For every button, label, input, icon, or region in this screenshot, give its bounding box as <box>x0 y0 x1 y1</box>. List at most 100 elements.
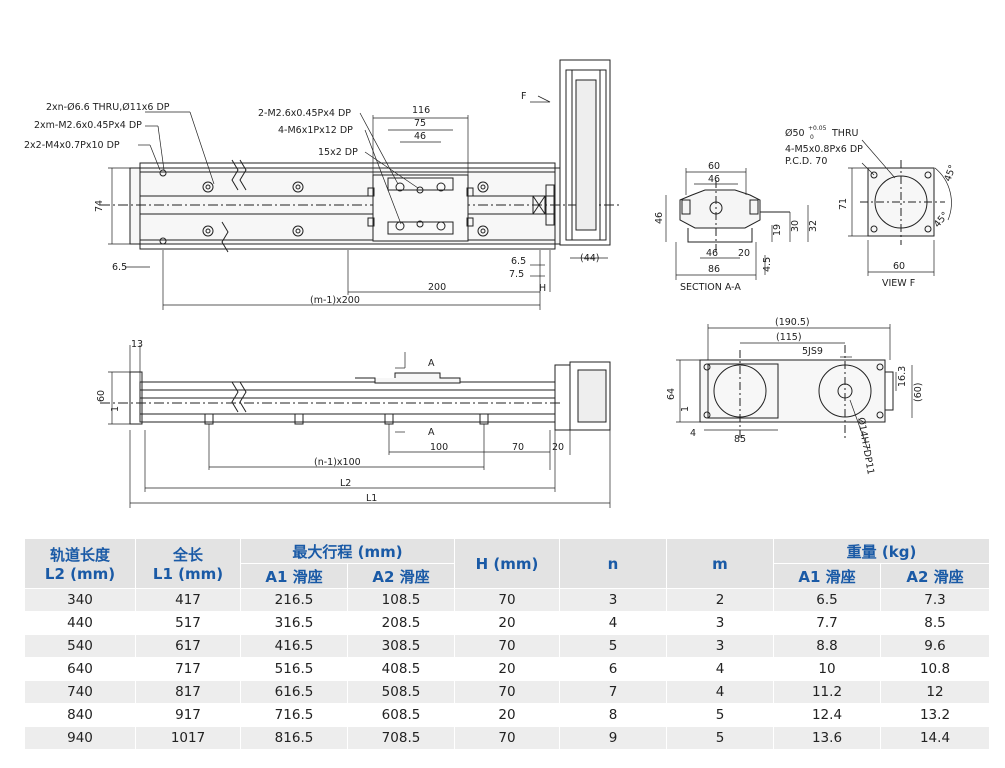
vf-angle-2: 45° <box>932 210 951 230</box>
label-m4: 2x2-M4x0.7Px10 DP <box>24 140 120 151</box>
end-view-dimensions <box>676 324 913 451</box>
cell-stroke-a1: 716.5 <box>240 703 348 727</box>
view-f-dimensions <box>848 139 952 276</box>
cell-weight-a1: 11.2 <box>773 680 881 704</box>
cell-weight-a1: 10 <box>773 657 881 681</box>
cell-stroke-a1: 616.5 <box>240 680 348 704</box>
sec-dim-4-5: 4.5 <box>762 257 773 272</box>
side-dim-1: 1 <box>110 406 121 412</box>
cell-weight-a2: 14.4 <box>880 726 990 750</box>
view-marker-f: F <box>521 91 526 102</box>
cell-stroke-a1: 216.5 <box>240 588 348 612</box>
cell-h: 70 <box>454 634 560 658</box>
dim-200: 200 <box>428 282 446 293</box>
label-m26-rail: 2xm-M2.6x0.45Px4 DP <box>34 120 142 131</box>
cell-weight-a1: 8.8 <box>773 634 881 658</box>
cell-weight-a2: 13.2 <box>880 703 990 727</box>
cell-n: 8 <box>559 703 667 727</box>
side-view-dimensions <box>108 345 611 508</box>
cell-l2: 540 <box>24 634 136 658</box>
top-view-dimensions <box>108 95 608 310</box>
sec-dim-32: 32 <box>808 220 819 232</box>
cell-m: 4 <box>666 657 774 681</box>
section-mark-a-bottom: A <box>428 427 435 438</box>
vf-dia: Ø50 <box>785 128 805 139</box>
header-stroke-a1: A1 滑座 <box>240 563 348 589</box>
side-dim-70: 70 <box>512 442 524 453</box>
dim-m-1-x200: (m-1)x200 <box>310 295 360 306</box>
cell-n: 5 <box>559 634 667 658</box>
end-dim-4: 4 <box>690 428 696 439</box>
dim-6-5-right: 6.5 <box>511 256 526 267</box>
sec-dim-46-left: 46 <box>654 212 665 224</box>
dim-h: H <box>539 283 546 294</box>
cell-m: 4 <box>666 680 774 704</box>
dim-75: 75 <box>414 118 426 129</box>
cell-weight-a1: 12.4 <box>773 703 881 727</box>
label-holes: 2xn-Ø6.6 THRU,Ø11x6 DP <box>46 102 170 113</box>
cell-weight-a2: 12 <box>880 680 990 704</box>
table-row: 340 417 216.5 108.5 70 3 2 6.5 7.3 <box>24 588 990 612</box>
table-row: 640 717 516.5 408.5 20 6 4 10 10.8 <box>24 657 990 681</box>
side-dim-60: 60 <box>96 390 107 402</box>
top-view <box>100 59 620 253</box>
vf-m5: 4-M5x0.8Px6 DP <box>785 144 863 155</box>
header-h: H (mm) <box>454 538 560 589</box>
cell-l2: 940 <box>24 726 136 750</box>
section-a-a <box>679 180 790 255</box>
end-dim-64: 64 <box>666 388 677 400</box>
view-f <box>860 160 945 245</box>
dim-116: 116 <box>412 105 430 116</box>
end-dim-1: 1 <box>680 406 691 412</box>
cell-stroke-a2: 708.5 <box>347 726 455 750</box>
header-weight: 重量 (kg) <box>773 538 990 564</box>
vf-tol-lower: 0 <box>810 134 814 141</box>
cell-m: 3 <box>666 611 774 635</box>
cell-stroke-a1: 816.5 <box>240 726 348 750</box>
cell-weight-a2: 10.8 <box>880 657 990 681</box>
sec-dim-46-bottom: 46 <box>706 248 718 259</box>
cell-m: 5 <box>666 726 774 750</box>
view-f-title: VIEW F <box>882 278 915 289</box>
header-m: m <box>666 538 774 589</box>
vf-dim-60: 60 <box>893 261 905 272</box>
sec-dim-60: 60 <box>708 161 720 172</box>
side-dim-20: 20 <box>552 442 564 453</box>
end-dim-190-5: (190.5) <box>775 317 810 328</box>
table-row: 740 817 616.5 508.5 70 7 4 11.2 12 <box>24 680 990 704</box>
end-dim-16-3: 16.3 <box>897 366 908 387</box>
vf-angle-1: 45° <box>942 163 958 183</box>
sec-dim-20: 20 <box>738 248 750 259</box>
cell-h: 20 <box>454 611 560 635</box>
cell-l1: 617 <box>135 634 241 658</box>
cell-l2: 440 <box>24 611 136 635</box>
cell-m: 3 <box>666 634 774 658</box>
side-view <box>100 361 611 431</box>
side-dim-l2: L2 <box>340 478 351 489</box>
cell-stroke-a2: 208.5 <box>347 611 455 635</box>
header-weight-a1: A1 滑座 <box>773 563 881 589</box>
dim-6-5-left: 6.5 <box>112 262 127 273</box>
cell-h: 20 <box>454 657 560 681</box>
label-15x2: 15x2 DP <box>318 147 358 158</box>
cell-l1: 717 <box>135 657 241 681</box>
cell-l2: 340 <box>24 588 136 612</box>
cell-h: 70 <box>454 680 560 704</box>
cell-l1: 817 <box>135 680 241 704</box>
cell-l2: 840 <box>24 703 136 727</box>
cell-stroke-a2: 508.5 <box>347 680 455 704</box>
cell-m: 5 <box>666 703 774 727</box>
cell-l1: 517 <box>135 611 241 635</box>
cell-stroke-a1: 316.5 <box>240 611 348 635</box>
header-stroke-a2: A2 滑座 <box>347 563 455 589</box>
cell-l1: 917 <box>135 703 241 727</box>
sec-dim-86: 86 <box>708 264 720 275</box>
dim-44: (44) <box>580 253 600 264</box>
cell-h: 70 <box>454 588 560 612</box>
cell-l1: 1017 <box>135 726 241 750</box>
cell-weight-a2: 8.5 <box>880 611 990 635</box>
side-dim-13: 13 <box>131 339 143 350</box>
